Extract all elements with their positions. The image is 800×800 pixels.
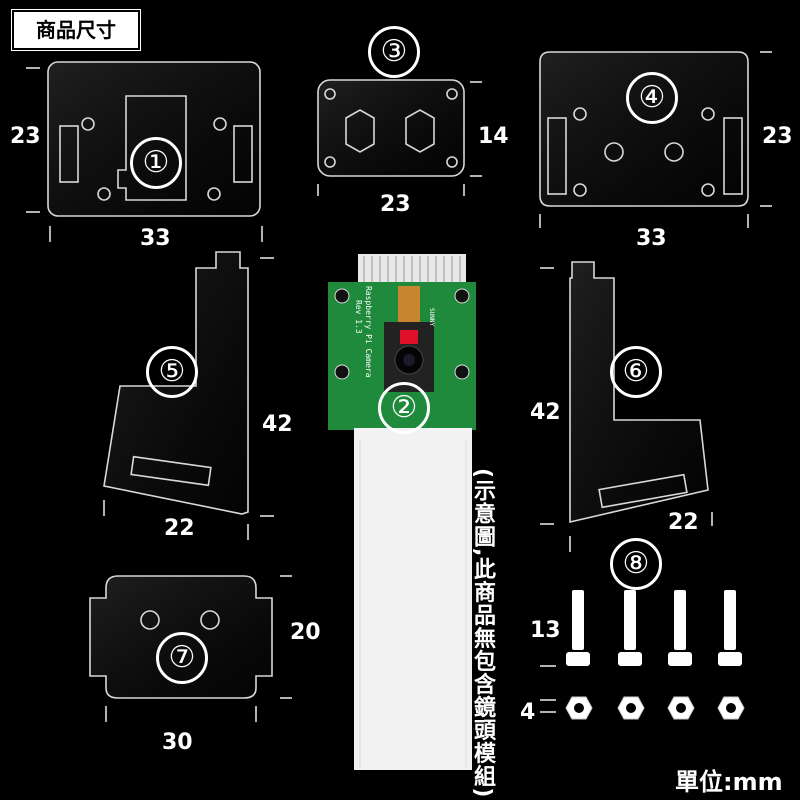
part-7-height: 20 xyxy=(290,620,321,645)
part-1-height: 23 xyxy=(10,124,41,149)
part-7-number: ⑦ xyxy=(156,632,208,684)
dimension-ticks xyxy=(26,51,772,722)
part-4-number: ④ xyxy=(626,72,678,124)
part-7-width: 30 xyxy=(162,730,193,755)
unit-label: 單位:mm xyxy=(675,768,783,796)
part-5-height: 42 xyxy=(262,412,293,437)
part-4-height: 23 xyxy=(762,124,793,149)
part-6-number: ⑥ xyxy=(610,346,662,398)
part-1-number: ① xyxy=(130,137,182,189)
screws-and-nuts xyxy=(565,590,745,720)
module-label: SUNNY xyxy=(428,308,435,326)
acrylic-part-4 xyxy=(539,51,749,207)
part-4-width: 33 xyxy=(636,226,667,251)
part-1-width: 33 xyxy=(140,226,171,251)
part-5-width: 22 xyxy=(164,516,195,541)
part-2-number: ② xyxy=(378,382,430,434)
camera-board xyxy=(328,254,476,770)
part-3-height: 14 xyxy=(478,124,509,149)
nut-height: 4 xyxy=(520,700,536,725)
disclaimer-note: (示意圖,此商品無包含鏡頭模組) xyxy=(470,468,495,799)
part-6-height: 42 xyxy=(530,400,561,425)
part-5-number: ⑤ xyxy=(146,346,198,398)
part-3-number: ③ xyxy=(368,26,420,78)
acrylic-part-5 xyxy=(103,251,249,515)
part-3-width: 23 xyxy=(380,192,411,217)
part-6-width: 22 xyxy=(668,510,699,535)
page-title: 商品尺寸 xyxy=(12,10,140,50)
part-8-number: ⑧ xyxy=(610,538,662,590)
acrylic-part-3 xyxy=(317,79,465,177)
board-revision: Rev 1.3 xyxy=(354,300,363,334)
acrylic-part-6 xyxy=(569,261,709,524)
screw-length: 13 xyxy=(530,618,561,643)
board-silkscreen: Raspberry Pi Camera xyxy=(364,286,373,378)
